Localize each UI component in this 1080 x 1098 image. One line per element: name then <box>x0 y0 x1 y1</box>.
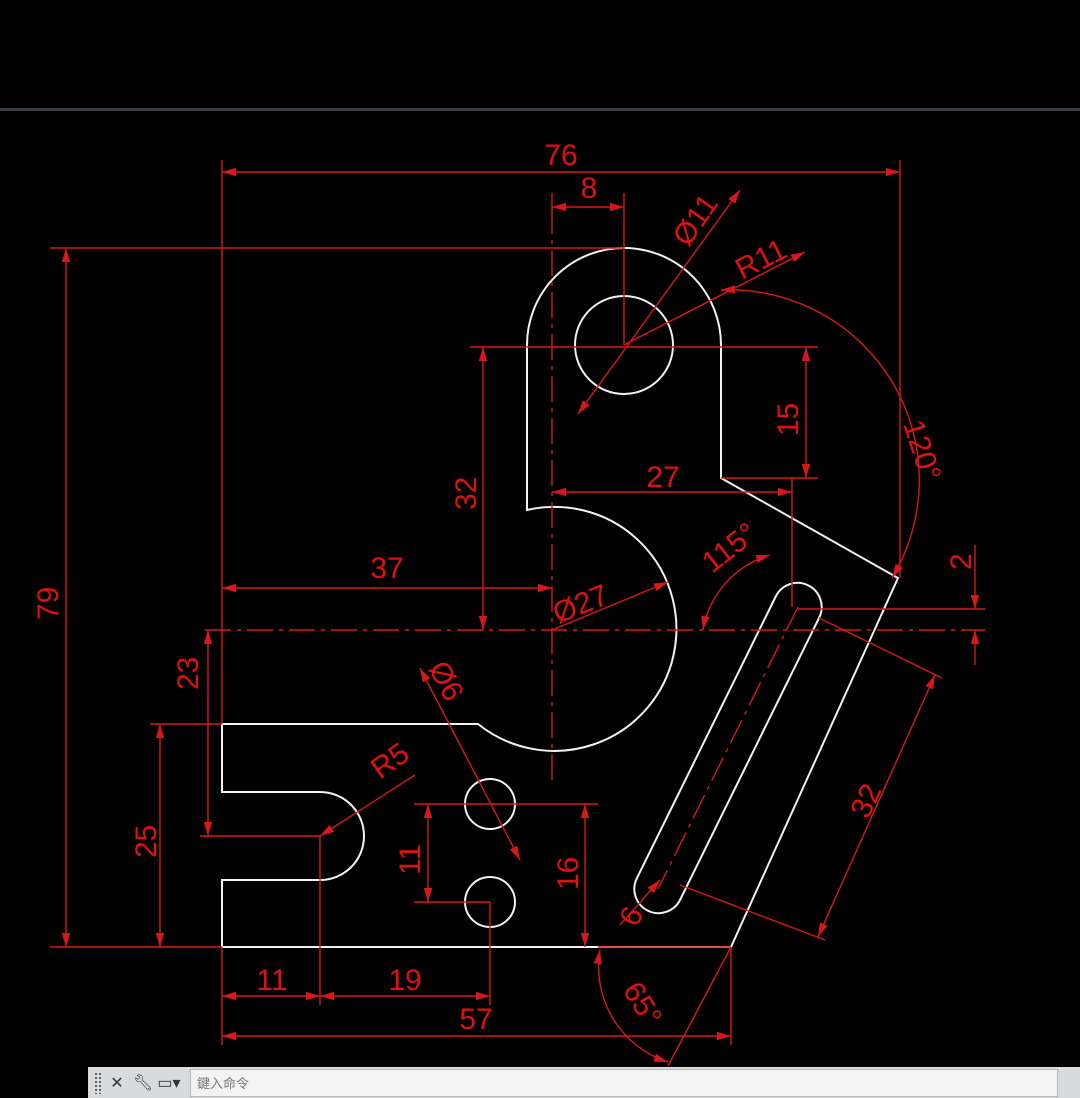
top-blank-area <box>0 0 1080 108</box>
dim-76: 76 <box>544 139 577 172</box>
angled-slot <box>633 581 823 915</box>
dim-25: 25 <box>130 825 163 858</box>
dim-15: 15 <box>772 403 805 436</box>
dim-32-slot: 32 <box>844 779 888 823</box>
dim-23: 23 <box>172 657 205 690</box>
dim-120-angle: 120° <box>896 416 947 485</box>
drawing-canvas[interactable]: 76 8 Ø11 R11 15 27 32 120° 2 115° 37 Ø27… <box>0 111 1080 1066</box>
command-placeholder: 鍵入命令 <box>197 1077 250 1092</box>
dim-2: 2 <box>945 553 978 570</box>
dim-small-holes-diameter: Ø6 <box>422 656 470 707</box>
dim-115-angle: 115° <box>696 517 763 580</box>
dim-8: 8 <box>581 172 598 205</box>
dim-hole-diameter: Ø11 <box>667 188 725 252</box>
dim-11-bottom: 11 <box>256 964 287 997</box>
dim-79: 79 <box>32 587 65 620</box>
dim-11-spacing: 11 <box>394 844 427 875</box>
command-input[interactable]: 鍵入命令 <box>190 1068 1058 1097</box>
drag-grip-icon[interactable] <box>94 1071 102 1094</box>
dim-16: 16 <box>552 857 585 890</box>
dim-r11: R11 <box>730 233 792 286</box>
dim-27: 27 <box>646 461 679 494</box>
command-line-strip: ✕ 🔧︎ ▭▾ 鍵入命令 <box>88 1067 1080 1098</box>
dim-37: 37 <box>370 552 403 585</box>
wrench-icon[interactable]: 🔧︎ <box>132 1074 154 1092</box>
cad-drawing[interactable]: 76 8 Ø11 R11 15 27 32 120° 2 115° 37 Ø27… <box>0 111 1080 1066</box>
command-line-bar: ✕ 🔧︎ ▭▾ 鍵入命令 <box>0 1066 1080 1098</box>
dim-65-angle: 65° <box>616 976 668 1032</box>
dim-big-diameter: Ø27 <box>548 579 613 631</box>
dim-6-slot: 6 <box>613 902 650 931</box>
dim-32-vertical: 32 <box>450 477 483 510</box>
close-icon[interactable]: ✕ <box>110 1074 124 1092</box>
dim-r5: R5 <box>365 737 415 786</box>
dim-19-bottom: 19 <box>388 964 421 997</box>
dimension-lines <box>50 160 985 1066</box>
dim-57-bottom: 57 <box>459 1003 492 1036</box>
viewport-border <box>0 108 1080 111</box>
command-history-icon[interactable]: ▭▾ <box>157 1074 181 1092</box>
